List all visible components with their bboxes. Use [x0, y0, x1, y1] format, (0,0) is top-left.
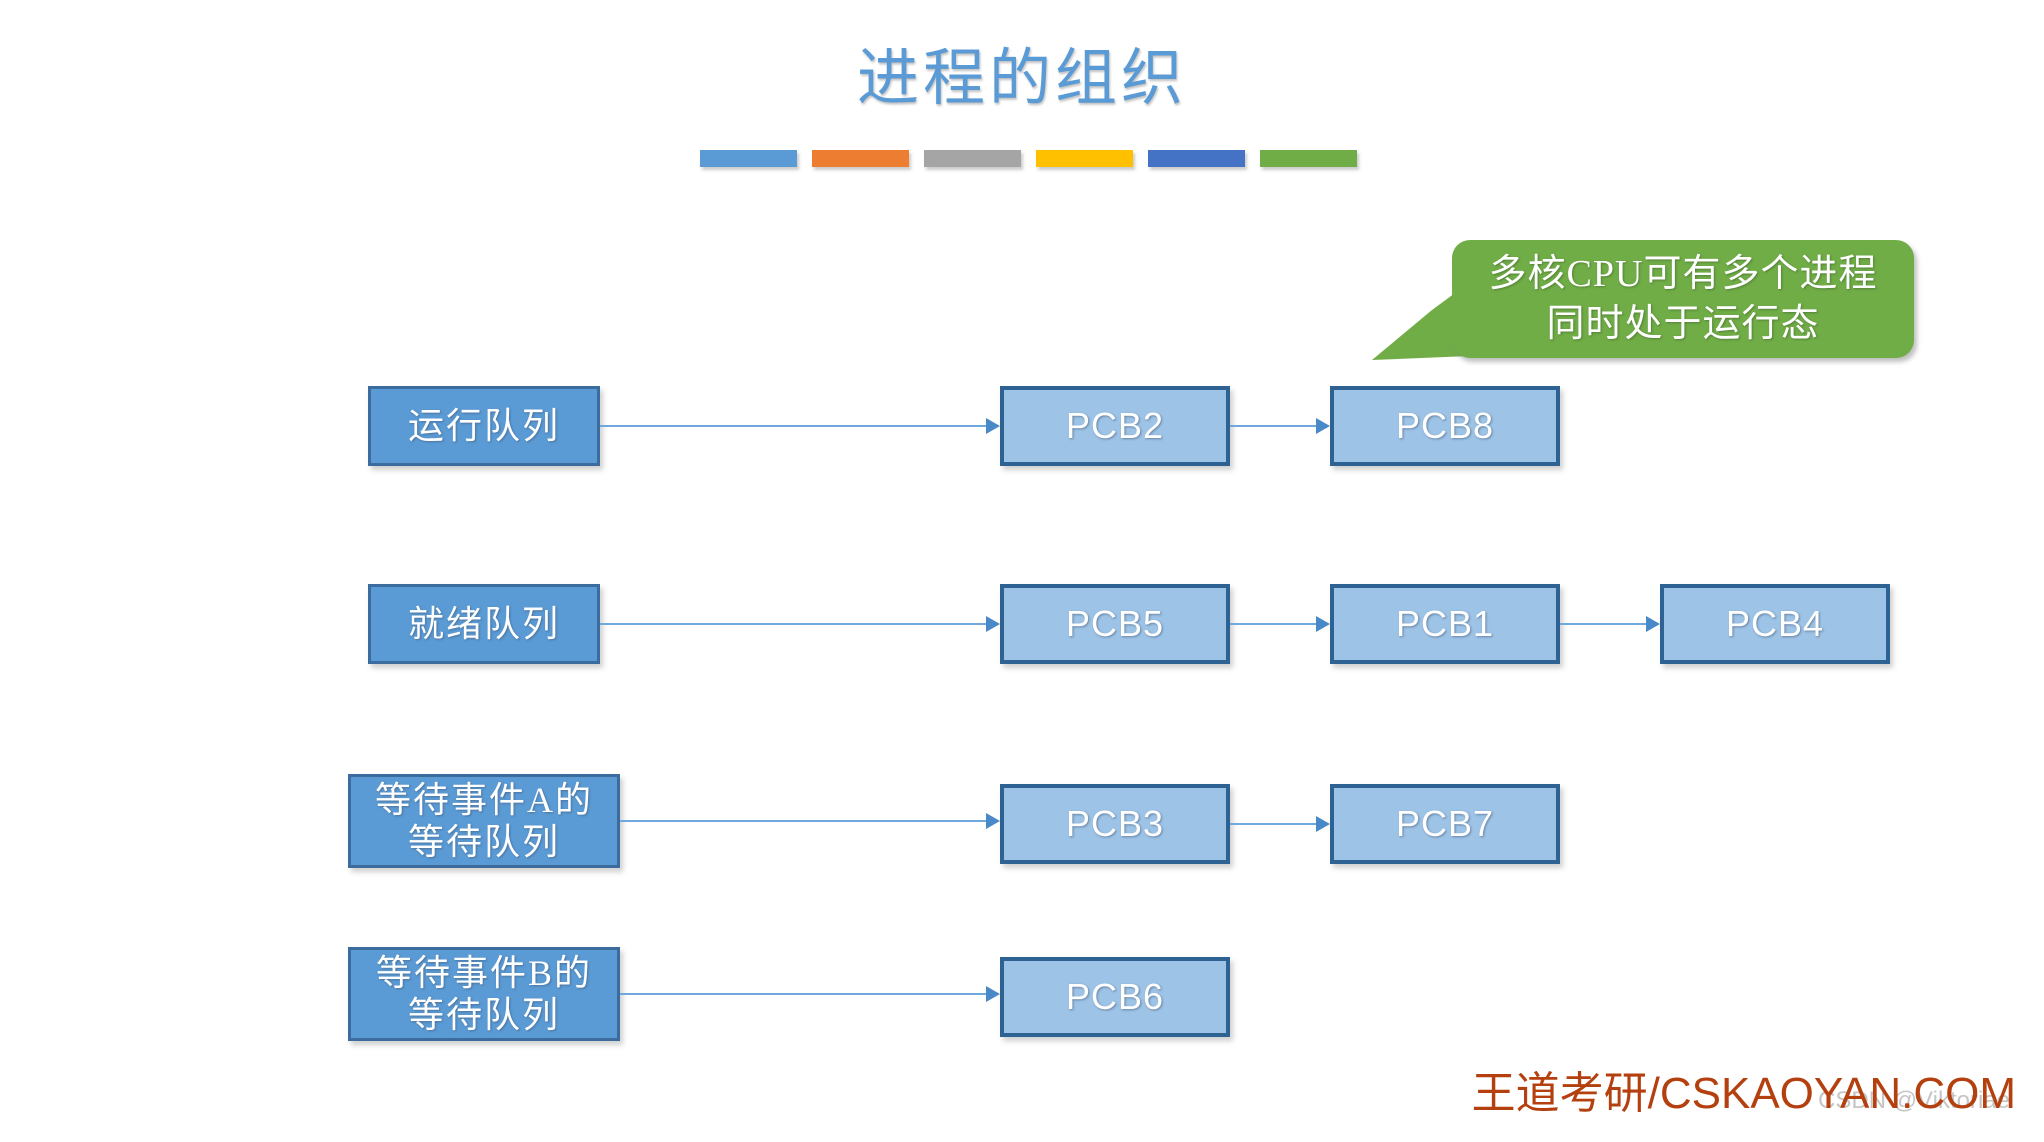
pcb-label: PCB7 [1395, 803, 1495, 844]
queue-label-line-1: 等待事件B的 [375, 953, 592, 993]
decor-bar-orange [812, 150, 909, 167]
decor-bar-blue [700, 150, 797, 167]
connector-pcb5-to-pcb1 [1230, 613, 1330, 635]
connector-wait-b-to-pcb6 [620, 983, 1000, 1005]
callout-tail-icon [1372, 282, 1470, 360]
pcb-label: PCB2 [1065, 405, 1165, 446]
connector-run-queue-to-pcb2 [600, 415, 1000, 437]
pcb-label: PCB3 [1065, 803, 1165, 844]
decorative-bar-strip [700, 150, 1357, 167]
pcb-node-pcb3[interactable]: PCB3 [1000, 784, 1230, 864]
pcb-node-pcb6[interactable]: PCB6 [1000, 957, 1230, 1037]
connector-wait-a-to-pcb3 [620, 810, 1000, 832]
pcb-node-pcb2[interactable]: PCB2 [1000, 386, 1230, 466]
queue-label-run-queue[interactable]: 运行队列 [368, 386, 600, 466]
queue-label-wait-queue-a[interactable]: 等待事件A的 等待队列 [348, 774, 620, 868]
pcb-label: PCB6 [1065, 976, 1165, 1017]
decor-bar-darkblue [1148, 150, 1245, 167]
connector-pcb2-to-pcb8 [1230, 415, 1330, 437]
queue-label-line-1: 等待事件A的 [375, 780, 593, 820]
queue-label-line-2: 等待队列 [407, 995, 560, 1035]
queue-label-line-1: 运行队列 [407, 406, 560, 446]
pcb-node-pcb7[interactable]: PCB7 [1330, 784, 1560, 864]
csdn-watermark: CSDN @Viktoriae [1818, 1087, 2010, 1114]
connector-pcb1-to-pcb4 [1560, 613, 1660, 635]
connector-pcb3-to-pcb7 [1230, 813, 1330, 835]
pcb-label: PCB1 [1395, 603, 1495, 644]
queue-label-ready-queue[interactable]: 就绪队列 [368, 584, 600, 664]
pcb-node-pcb5[interactable]: PCB5 [1000, 584, 1230, 664]
callout-line-2: 同时处于运行态 [1546, 303, 1820, 345]
pcb-node-pcb1[interactable]: PCB1 [1330, 584, 1560, 664]
pcb-label: PCB8 [1395, 405, 1495, 446]
footer-brand: 王道考研/CSKAOYAN.COM [1471, 1069, 2016, 1118]
pcb-node-pcb8[interactable]: PCB8 [1330, 386, 1560, 466]
connector-ready-queue-to-pcb5 [600, 613, 1000, 635]
pcb-label: PCB4 [1725, 603, 1825, 644]
pcb-node-pcb4[interactable]: PCB4 [1660, 584, 1890, 664]
pcb-label: PCB5 [1065, 603, 1165, 644]
queue-label-line-2: 等待队列 [407, 822, 560, 862]
decor-bar-gray [924, 150, 1021, 167]
page-title: 进程的组织 [856, 45, 1187, 113]
queue-label-wait-queue-b[interactable]: 等待事件B的 等待队列 [348, 947, 620, 1041]
callout-line-1: 多核CPU可有多个进程 [1488, 253, 1878, 295]
decor-bar-yellow [1036, 150, 1133, 167]
callout-body: 多核CPU可有多个进程 同时处于运行态 [1452, 240, 1914, 358]
decor-bar-green [1260, 150, 1357, 167]
callout-bubble: 多核CPU可有多个进程 同时处于运行态 [1372, 240, 1914, 360]
queue-label-line-1: 就绪队列 [407, 604, 560, 644]
